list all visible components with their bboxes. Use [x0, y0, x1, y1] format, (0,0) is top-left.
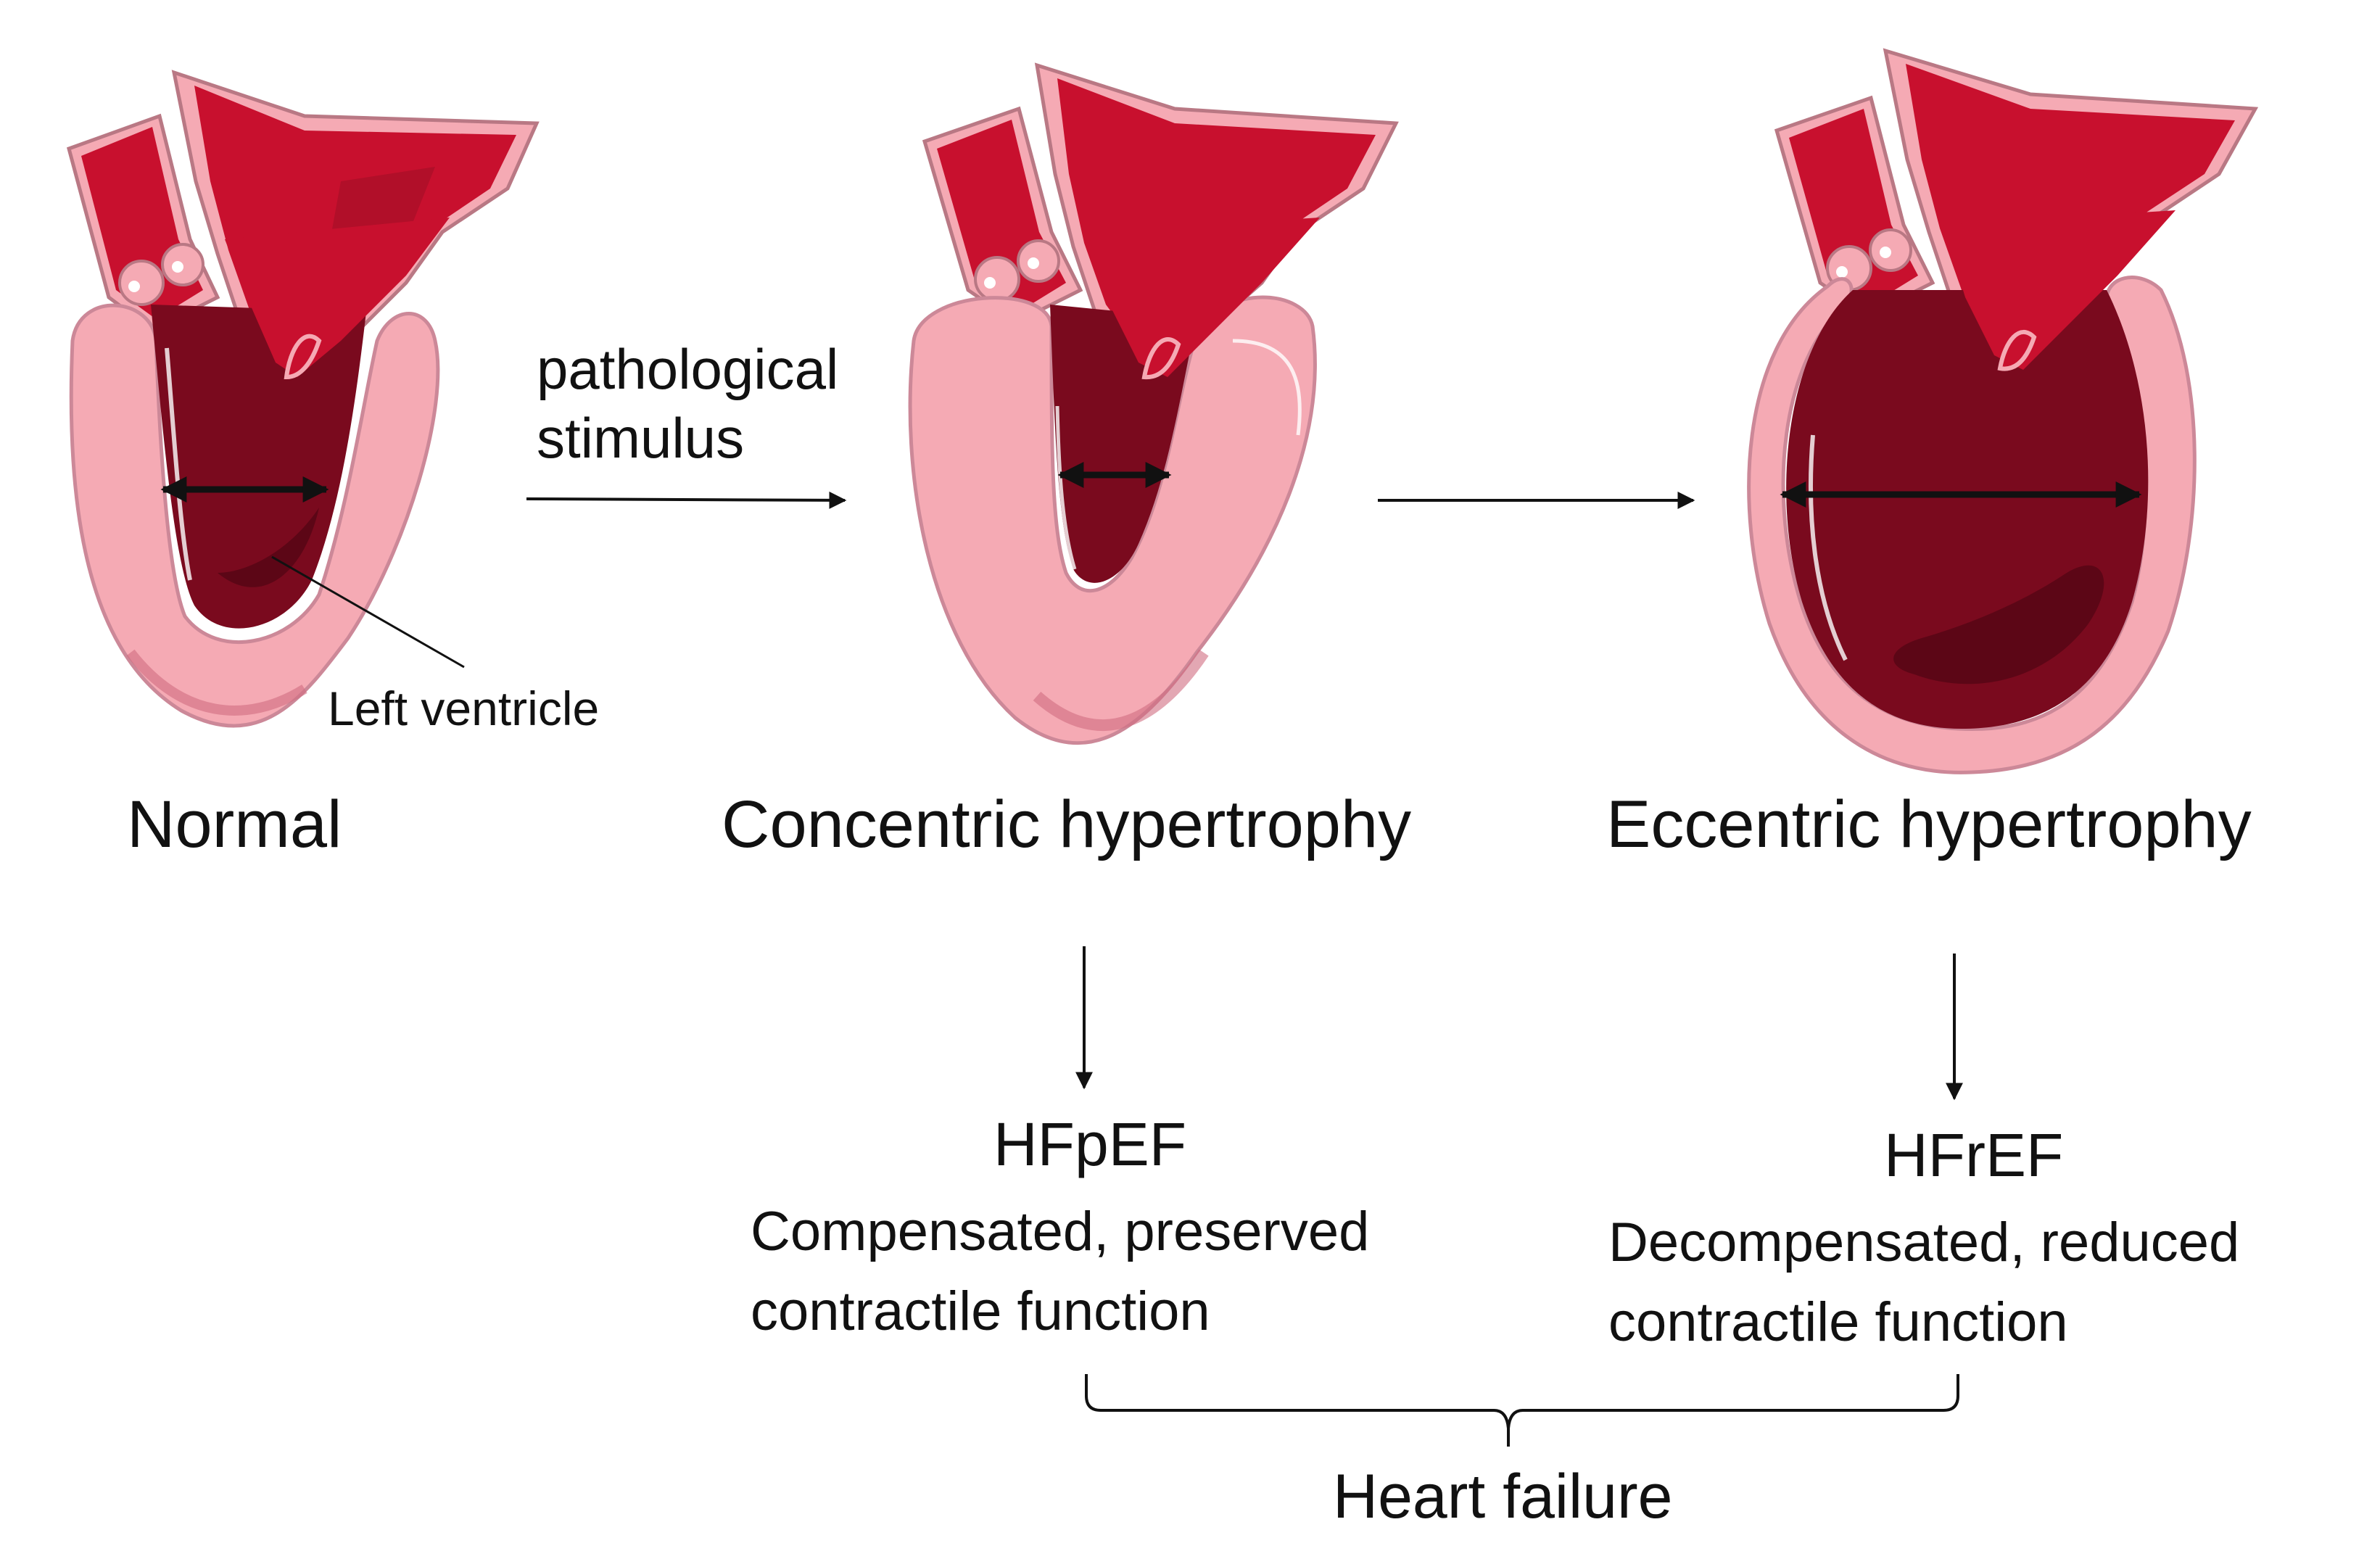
stage-label-eccentric: Eccentric hypertrophy [1606, 787, 2252, 861]
normal-heart-illustration [66, 70, 540, 728]
hfpef-desc-line1: Compensated, preserved [751, 1201, 1370, 1262]
left-ventricle-label: Left ventricle [328, 682, 600, 735]
hfref-desc-line1: Decompensated, reduced [1608, 1212, 2240, 1273]
hfpef-desc-line2: contractile function [751, 1281, 1210, 1342]
normal-left-ventricle-chamber [151, 305, 366, 629]
hfpef-title: HFpEF [993, 1110, 1187, 1178]
stage-label-concentric: Concentric hypertrophy [722, 787, 1412, 861]
stage-label-normal: Normal [127, 787, 342, 861]
stimulus-label-line1: pathological [537, 337, 839, 401]
hfref-desc-line2: contractile function [1608, 1291, 2068, 1353]
hfref-title: HFrEF [1884, 1121, 2064, 1189]
stimulus-label-line2: stimulus [537, 406, 745, 470]
heart-failure-label: Heart failure [1333, 1462, 1673, 1531]
concentric-heart-illustration [908, 62, 1399, 745]
heart-failure-brace [1085, 1374, 1959, 1447]
eccentric-heart-illustration [1747, 48, 2259, 774]
left-ventricle-leader-line [271, 555, 465, 669]
arrow-normal-to-concentric [526, 491, 847, 509]
eccentric-ventricle-wall [1747, 276, 2197, 774]
